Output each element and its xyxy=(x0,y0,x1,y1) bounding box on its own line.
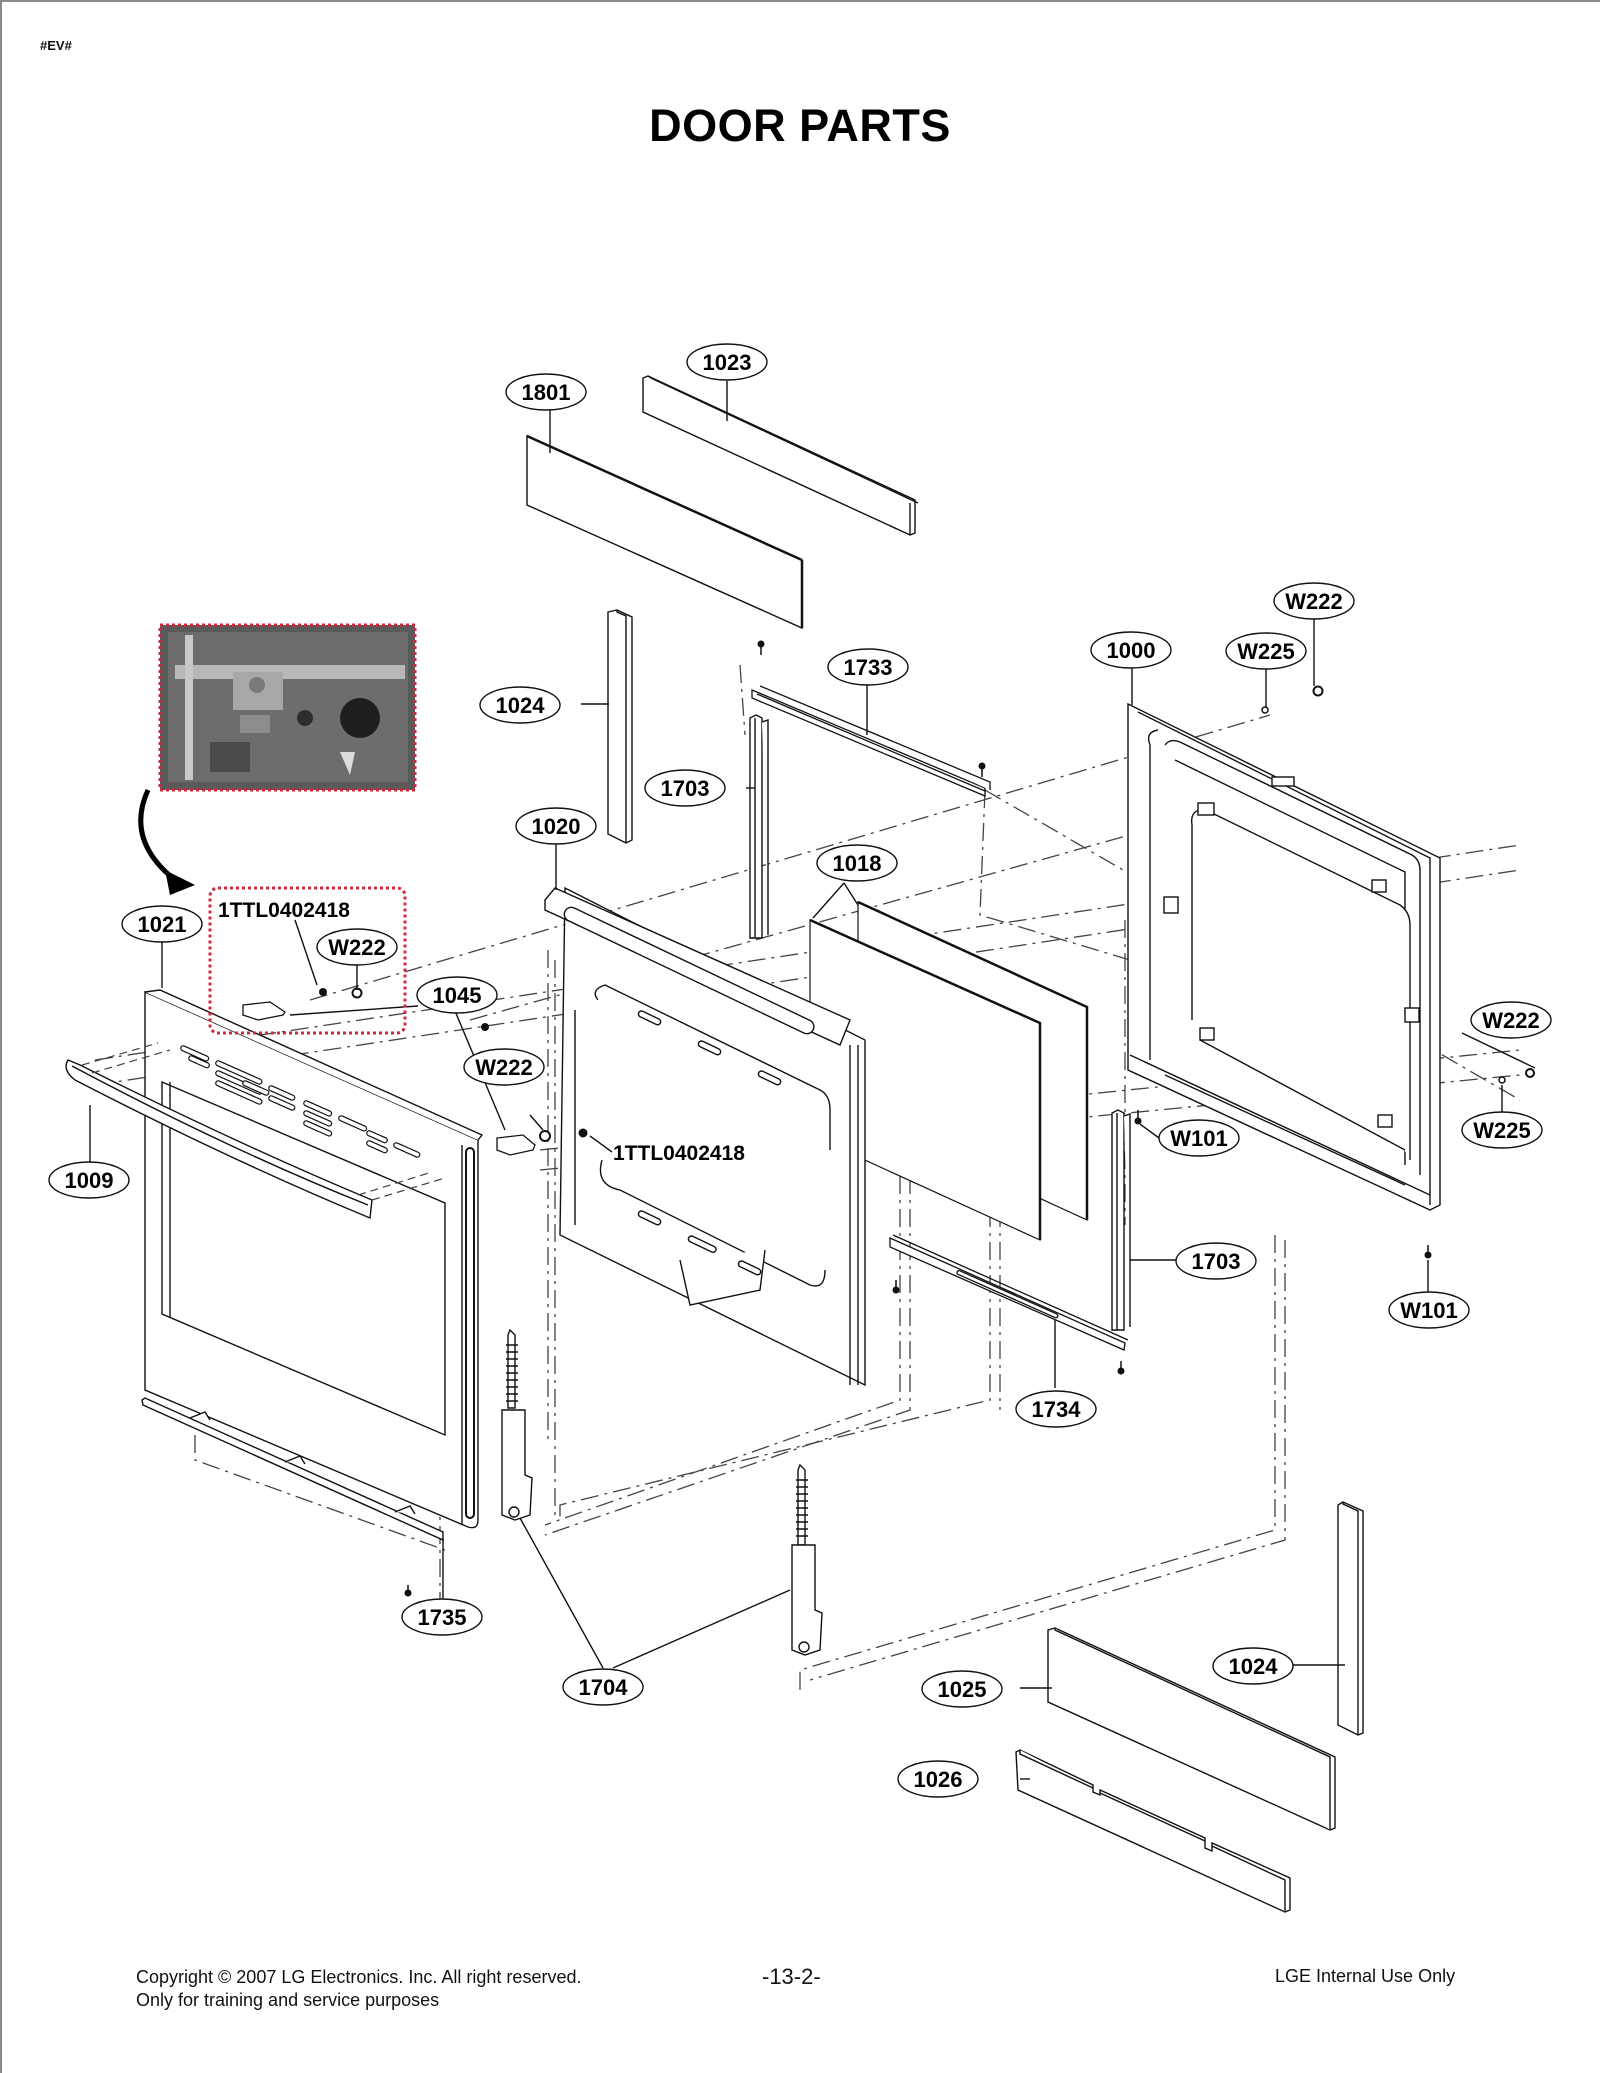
svg-text:1021: 1021 xyxy=(138,912,187,937)
callouts: 1023 1801 1024 1733 1703 1000 W225 W222 … xyxy=(48,343,1552,1798)
callout-1026[interactable]: 1026 xyxy=(897,1760,979,1798)
callout-1024-right[interactable]: 1024 xyxy=(1212,1647,1294,1685)
screw-icon xyxy=(1134,685,1535,1259)
svg-text:1009: 1009 xyxy=(65,1168,114,1193)
part-1733-top-rail xyxy=(751,685,991,797)
callout-1734[interactable]: 1734 xyxy=(1015,1390,1097,1428)
svg-text:W225: W225 xyxy=(1237,639,1294,664)
callout-1000[interactable]: 1000 xyxy=(1090,631,1172,669)
part-1735-bottom-trim xyxy=(141,1397,444,1542)
svg-text:W222: W222 xyxy=(475,1055,532,1080)
svg-text:W101: W101 xyxy=(1400,1298,1457,1323)
svg-text:1026: 1026 xyxy=(914,1767,963,1792)
callout-1009[interactable]: 1009 xyxy=(48,1161,130,1199)
svg-text:1023: 1023 xyxy=(703,350,752,375)
screw-icon xyxy=(404,1585,412,1597)
part-1704-hinge-right xyxy=(791,1463,823,1656)
svg-text:1000: 1000 xyxy=(1107,638,1156,663)
part-1703-side-holder-right xyxy=(1111,1109,1131,1331)
callout-1023[interactable]: 1023 xyxy=(686,343,768,381)
inset-pointer-arrow xyxy=(138,788,195,895)
part-1018-glass-panels xyxy=(809,900,1089,1241)
svg-text:1734: 1734 xyxy=(1032,1397,1082,1422)
svg-text:W222: W222 xyxy=(1482,1008,1539,1033)
part-1020-inner-panel xyxy=(544,886,866,1387)
svg-text:1733: 1733 xyxy=(844,655,893,680)
callout-w222-bracket[interactable]: W222 xyxy=(463,1048,545,1086)
part-1000-inner-frame xyxy=(1127,702,1441,1211)
inset-photo xyxy=(158,623,417,792)
footer-copyright-block: Copyright © 2007 LG Electronics. Inc. Al… xyxy=(136,1966,581,2012)
callout-1024-left[interactable]: 1024 xyxy=(479,686,561,724)
footer-notice: Only for training and service purposes xyxy=(136,1990,440,2010)
svg-text:W222: W222 xyxy=(328,935,385,960)
part-1045-bracket xyxy=(242,1001,536,1156)
vent-slots xyxy=(180,1045,421,1158)
document-code: #EV# xyxy=(40,38,72,53)
callout-1733[interactable]: 1733 xyxy=(827,648,909,686)
callout-1025[interactable]: 1025 xyxy=(921,1670,1003,1708)
svg-text:1735: 1735 xyxy=(418,1605,467,1630)
callout-1703-left[interactable]: 1703 xyxy=(644,769,726,807)
svg-text:1018: 1018 xyxy=(833,851,882,876)
svg-text:1045: 1045 xyxy=(433,983,482,1008)
part-1009-handle xyxy=(65,1059,373,1220)
callout-1735[interactable]: 1735 xyxy=(401,1598,483,1636)
svg-text:1703: 1703 xyxy=(1192,1249,1241,1274)
part-1026-bottom-strip xyxy=(1015,1749,1291,1913)
callout-w101-left[interactable]: W101 xyxy=(1158,1119,1240,1157)
part-1704-hinge-left xyxy=(501,1328,533,1521)
svg-text:1024: 1024 xyxy=(1229,1654,1279,1679)
detail-box xyxy=(208,886,407,1035)
leader-lines xyxy=(89,381,1536,1780)
footer-page-number: -13-2- xyxy=(762,1964,821,1989)
svg-text:1703: 1703 xyxy=(661,776,710,801)
callout-w222-top[interactable]: W222 xyxy=(1273,582,1355,620)
part-1734-bottom-rail xyxy=(889,1234,1129,1351)
callout-w222-right[interactable]: W222 xyxy=(1470,1001,1552,1039)
part-number-main: 1TTL0402418 xyxy=(613,1142,745,1165)
page-title: DOOR PARTS xyxy=(649,100,951,151)
svg-text:W101: W101 xyxy=(1170,1126,1227,1151)
svg-text:W225: W225 xyxy=(1473,1118,1530,1143)
svg-text:1025: 1025 xyxy=(938,1677,987,1702)
part-1703-side-holder-left xyxy=(749,714,769,939)
callout-1020[interactable]: 1020 xyxy=(515,807,597,845)
callout-1045[interactable]: 1045 xyxy=(416,976,498,1014)
screw-icon xyxy=(892,1280,1125,1375)
callout-w222-inset[interactable]: W222 xyxy=(316,928,398,966)
svg-text:1801: 1801 xyxy=(522,380,571,405)
callout-1801[interactable]: 1801 xyxy=(505,373,587,411)
screw-icon xyxy=(319,987,588,1142)
part-1021-front-panel xyxy=(144,989,484,1529)
part-number-inset: 1TTL0402418 xyxy=(218,899,350,922)
footer-internal: LGE Internal Use Only xyxy=(1275,1966,1456,1986)
callout-1703-right[interactable]: 1703 xyxy=(1175,1242,1257,1280)
footer-copyright: Copyright © 2007 LG Electronics. Inc. Al… xyxy=(136,1967,582,1987)
callout-1704[interactable]: 1704 xyxy=(562,1668,644,1706)
callout-w225-top[interactable]: W225 xyxy=(1225,632,1307,670)
svg-text:1704: 1704 xyxy=(579,1675,629,1700)
svg-text:1020: 1020 xyxy=(532,814,581,839)
callout-w101-right[interactable]: W101 xyxy=(1388,1291,1470,1329)
part-1025-bottom-panel xyxy=(1047,1627,1336,1831)
svg-text:W222: W222 xyxy=(1285,589,1342,614)
part-1024-side-strip-left xyxy=(607,609,633,844)
part-1024-side-strip-right xyxy=(1337,1501,1364,1736)
callout-w225-right[interactable]: W225 xyxy=(1461,1111,1543,1149)
handle-mount-guides xyxy=(81,1042,446,1201)
svg-text:1024: 1024 xyxy=(496,693,546,718)
screw-icon xyxy=(757,640,986,777)
part-1801-top-panel xyxy=(526,434,804,630)
part-1023-top-strip xyxy=(642,375,919,536)
assembly-guide-lines xyxy=(94,664,1521,1690)
callout-1018[interactable]: 1018 xyxy=(816,844,898,882)
callout-1021[interactable]: 1021 xyxy=(121,905,203,943)
